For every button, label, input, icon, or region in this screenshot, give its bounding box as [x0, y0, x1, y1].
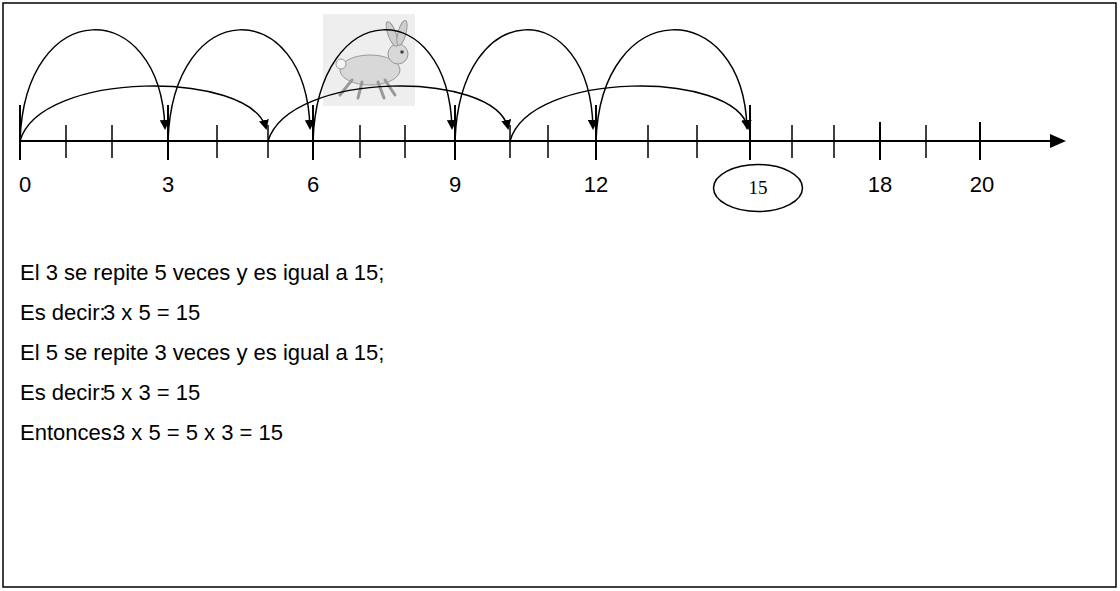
tick-number: 12: [584, 172, 608, 198]
explanation-text: Entonces:: [20, 420, 118, 446]
equation: 3 x 5 = 15: [103, 300, 200, 326]
explanation-text: Es decir:: [20, 380, 106, 406]
tick-number: 6: [307, 172, 319, 198]
tick-number: 0: [19, 172, 31, 198]
node-text: 15: [749, 177, 768, 199]
frame-border: [3, 3, 1116, 587]
equation: 5 x 3 = 15: [103, 380, 200, 406]
explanation-text: Es decir:: [20, 300, 106, 326]
explanation-text: El 5 se repite 3 veces y es igual a 15;: [20, 340, 384, 366]
tick-number: 20: [970, 172, 994, 198]
tick-number: 9: [449, 172, 461, 198]
tick-number: 3: [162, 172, 174, 198]
explanation-text: El 3 se repite 5 veces y es igual a 15;: [20, 260, 384, 286]
equation: 3 x 5 = 5 x 3 = 15: [113, 420, 283, 446]
rabbit-picture: [323, 14, 415, 106]
tick-number: 18: [868, 172, 892, 198]
circled-number: 15: [712, 163, 804, 213]
